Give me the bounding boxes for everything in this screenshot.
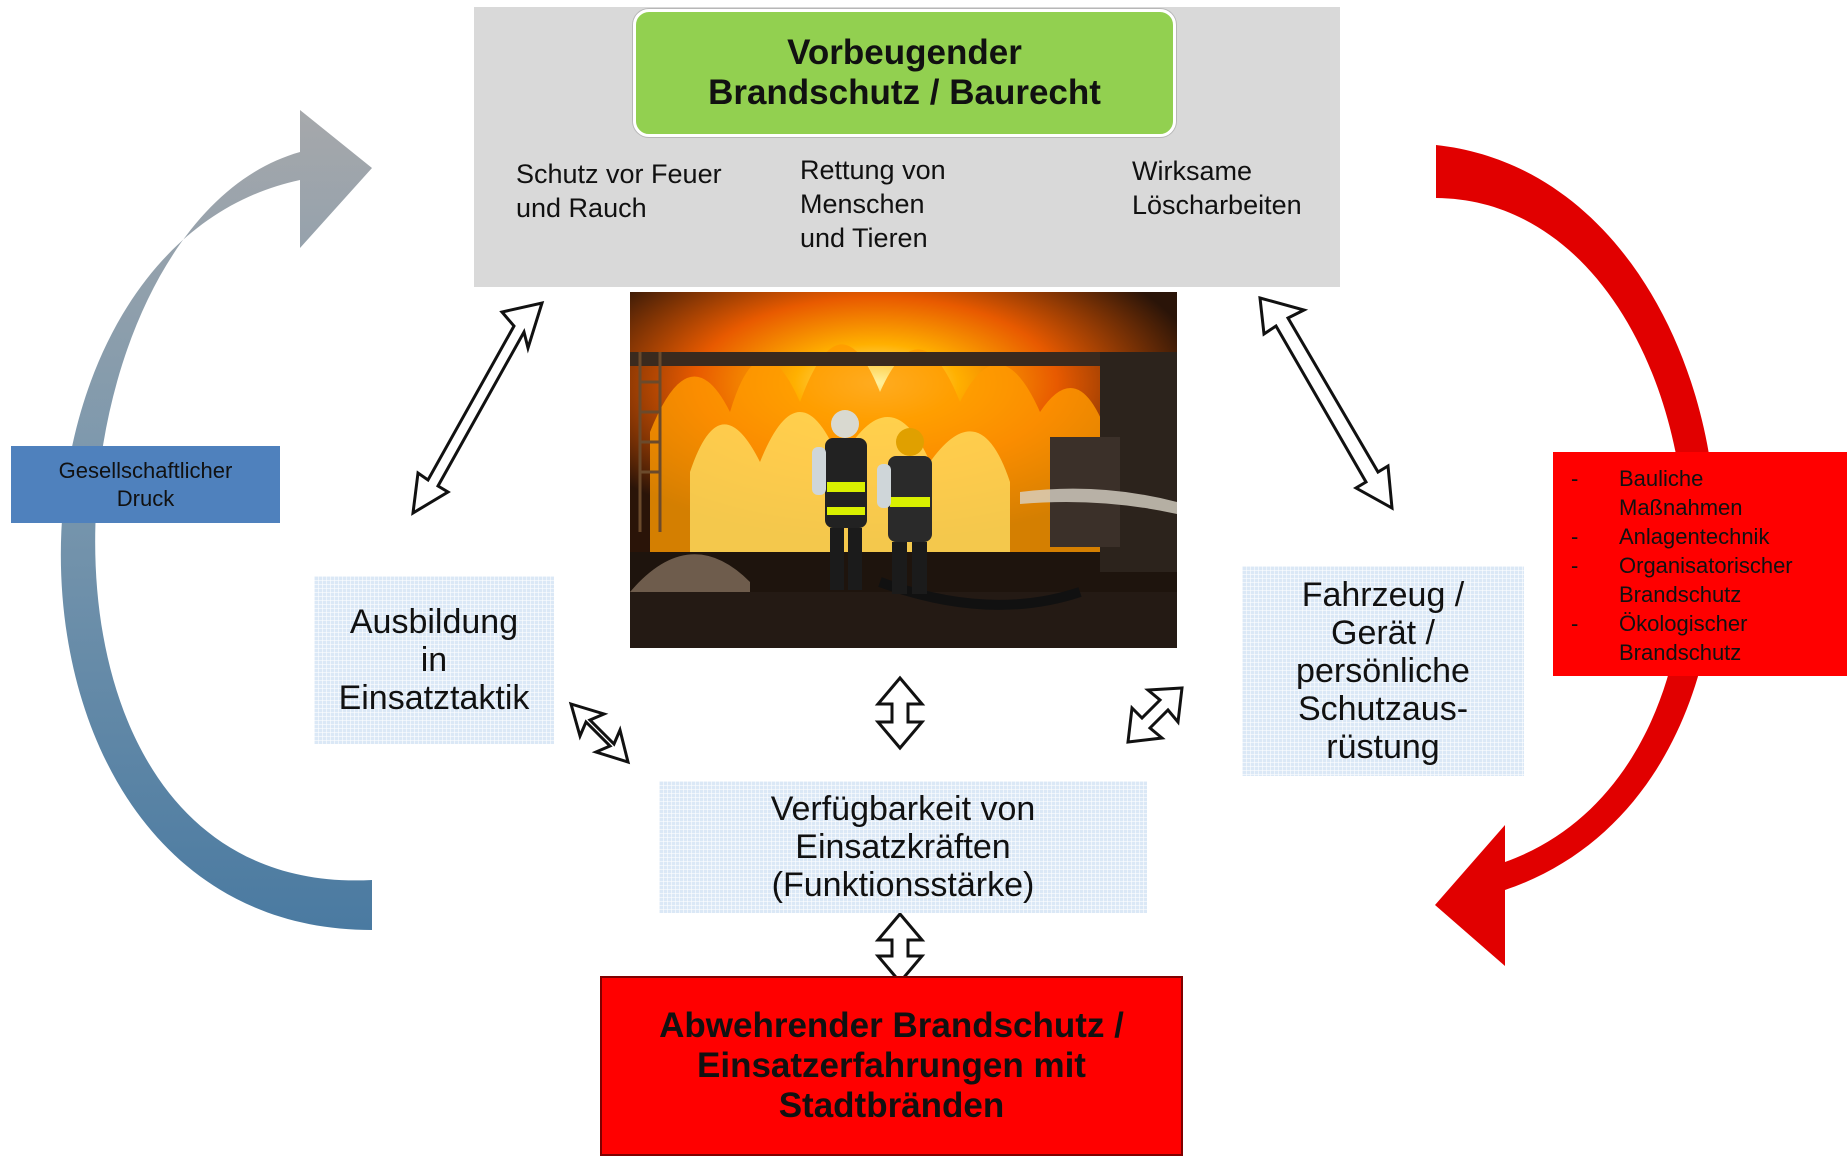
left-cycle-arrow [60, 110, 372, 930]
double-arrow-top-right [1258, 295, 1394, 511]
list-item: - Anlagentechnik [1571, 524, 1770, 549]
goal-fire-smoke-protection: Schutz vor Feuer und Rauch [516, 159, 722, 223]
double-arrow-center-vertical [874, 675, 926, 751]
title-line-1: Vorbeugender [787, 33, 1022, 72]
staff-availability-box: Verfügbarkeit von Einsatzkräften (Funkti… [659, 781, 1147, 913]
vehicle-equipment-box: Fahrzeug / Gerät / persönliche Schutzaus… [1242, 566, 1524, 776]
goal-extinguishing: Wirksame Löscharbeiten [1132, 156, 1302, 220]
double-arrow-bottom-vertical [874, 911, 926, 985]
preventive-fire-protection-title: Vorbeugender Brandschutz / Baurecht [633, 9, 1176, 137]
firefighters-photo [630, 292, 1177, 648]
training-tactics-box: Ausbildung in Einsatztaktik [314, 576, 554, 744]
defensive-fire-protection-box: Abwehrender Brandschutz / Einsatzerfahru… [600, 976, 1183, 1156]
double-arrow-left-small [568, 701, 631, 765]
double-arrow-right-small [1126, 686, 1184, 744]
title-line-2: Brandschutz / Baurecht [708, 73, 1101, 112]
social-pressure-label: Gesellschaftlicher Druck [11, 446, 280, 523]
right-cycle-arrow [1435, 145, 1717, 966]
double-arrow-top-left [411, 300, 545, 516]
goal-rescue: Rettung von Menschen und Tieren [800, 155, 946, 253]
